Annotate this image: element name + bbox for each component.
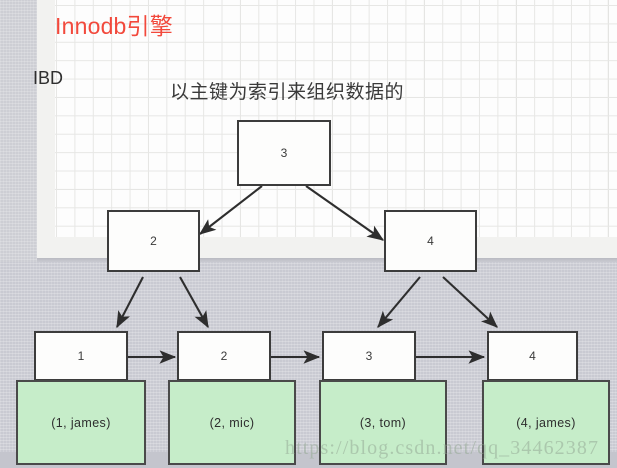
tree-node-root-label: 3 xyxy=(280,146,288,160)
leaf-node-2[interactable]: 2 xyxy=(177,331,271,381)
ibd-label: IBD xyxy=(33,68,64,88)
data-record-1-label: (1, james) xyxy=(51,415,111,430)
leaf-node-2-label: 2 xyxy=(220,349,228,363)
leaf-node-3[interactable]: 3 xyxy=(322,331,416,381)
subtitle-text: 以主键为索引来组织数据的 xyxy=(170,82,405,103)
data-record-1[interactable]: (1, james) xyxy=(16,380,146,465)
data-record-3[interactable]: (3, tom) xyxy=(319,380,447,465)
leaf-node-1-label: 1 xyxy=(77,349,85,363)
leaf-node-1[interactable]: 1 xyxy=(34,331,128,381)
tree-node-internal-4-label: 4 xyxy=(427,234,434,248)
panel-shadow xyxy=(37,258,617,263)
grid-background xyxy=(55,0,617,237)
leaf-node-3-label: 3 xyxy=(365,349,373,363)
page-title: Innodb引擎 xyxy=(55,13,173,39)
data-record-2[interactable]: (2, mic) xyxy=(168,380,296,465)
data-record-2-label: (2, mic) xyxy=(209,415,255,430)
leaf-node-4[interactable]: 4 xyxy=(487,331,578,381)
data-record-4[interactable]: (4, james) xyxy=(482,380,610,465)
watermark-text: https://blog.csdn.net/qq_34462387 xyxy=(285,437,600,459)
data-record-3-label: (3, tom) xyxy=(359,415,407,430)
tree-node-internal-4[interactable]: 4 xyxy=(384,210,477,272)
tree-node-internal-2-label: 2 xyxy=(150,234,157,248)
tree-node-root[interactable]: 3 xyxy=(237,120,331,186)
left-gutter xyxy=(0,0,37,263)
tree-node-internal-2[interactable]: 2 xyxy=(107,210,200,272)
bottom-strip xyxy=(0,452,617,468)
leaf-node-4-label: 4 xyxy=(529,349,536,363)
data-record-4-label: (4, james) xyxy=(516,415,576,430)
